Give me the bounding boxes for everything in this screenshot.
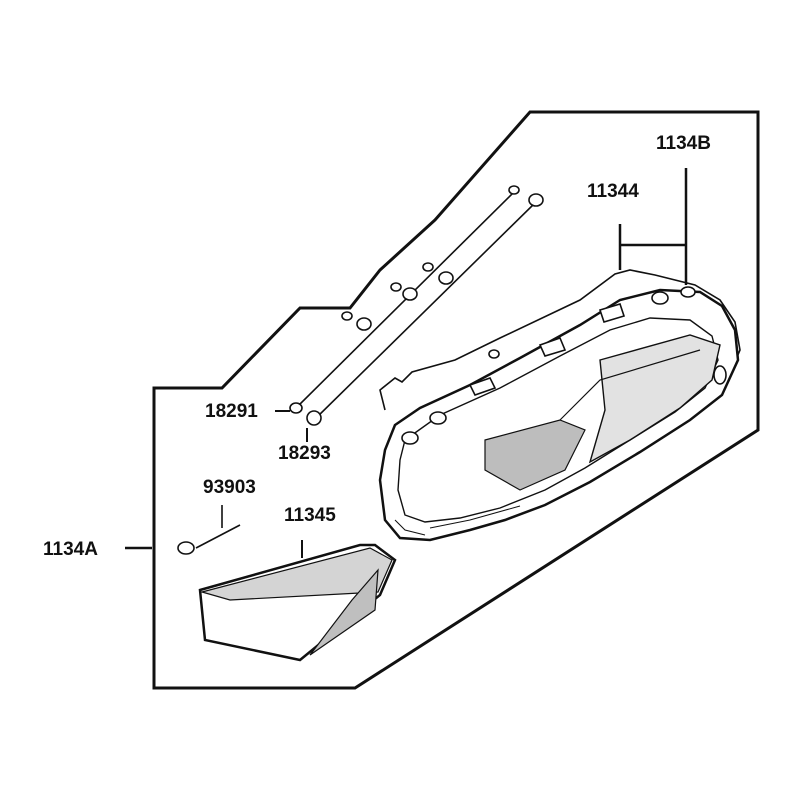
mounting-bosses	[401, 286, 727, 445]
fastener-row-18291	[289, 185, 520, 414]
callout-18293: 18293	[278, 443, 331, 464]
side-cover-drawing	[198, 540, 397, 662]
callout-11344: 11344	[587, 181, 639, 202]
callout-18291: 18291	[205, 401, 258, 422]
leader-lines-fasteners	[275, 410, 308, 442]
side-cover-edge	[309, 568, 379, 656]
callout-1134B: 1134B	[656, 133, 711, 154]
cover-side-panel	[588, 334, 721, 464]
callout-93903: 93903	[203, 477, 256, 498]
screw-93903	[177, 505, 241, 555]
callout-1134A: 1134A	[43, 539, 98, 560]
main-cover-drawing	[378, 269, 741, 542]
fastener-row-18293	[306, 193, 544, 426]
side-cover-shade	[199, 547, 393, 601]
cover-details	[394, 505, 521, 536]
cover-stripe	[559, 349, 701, 421]
gasket-edge	[379, 269, 741, 421]
leader-lines-top	[618, 168, 688, 285]
callout-11345: 11345	[284, 505, 336, 526]
assembly-boundary	[152, 110, 760, 690]
